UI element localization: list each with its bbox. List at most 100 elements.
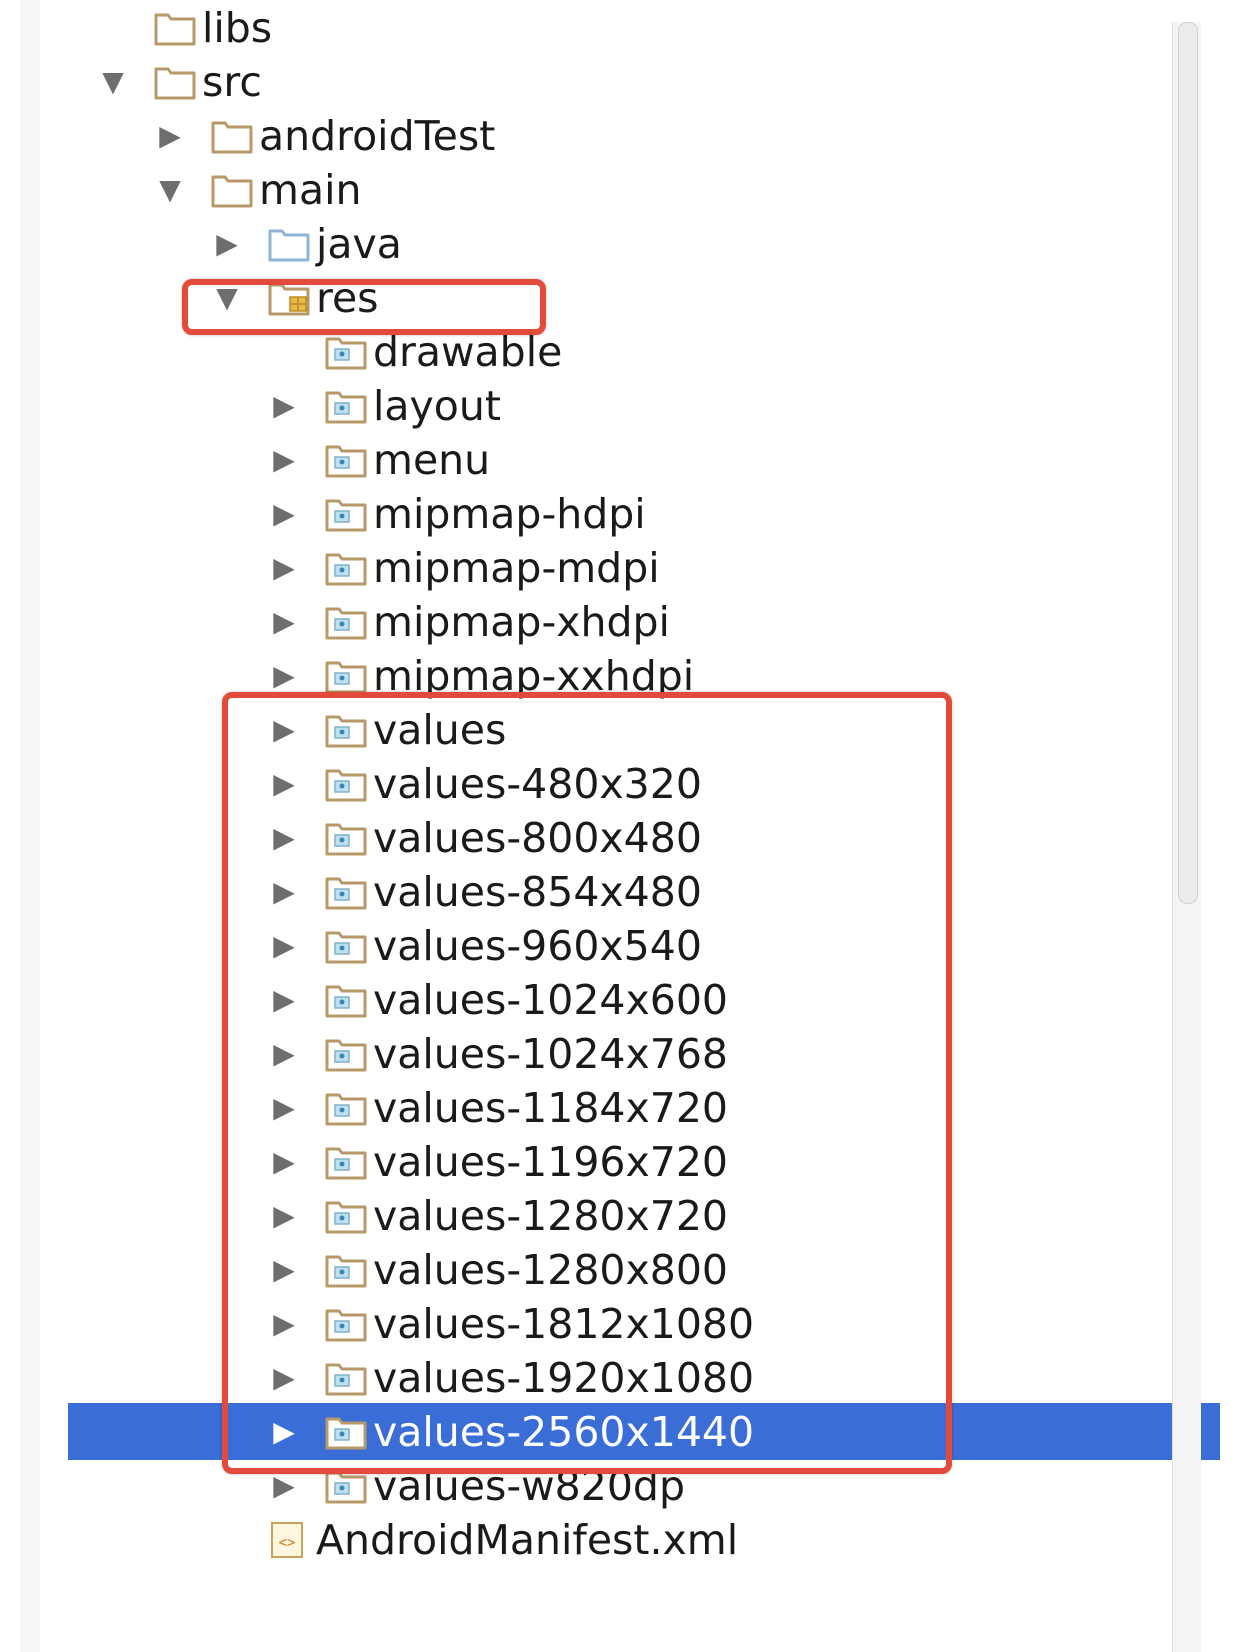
tree-item-label: values-1920x1080 [373, 1354, 755, 1402]
collapsed-arrow-icon[interactable]: ▶ [273, 1091, 295, 1124]
vertical-scrollbar[interactable] [1172, 22, 1201, 1652]
tree-item-label: layout [373, 382, 501, 430]
tree-item-src[interactable]: ▼ src [68, 53, 1220, 110]
tree-item-mipmap-xxhdpi[interactable]: ▶mipmap-xxhdpi [68, 647, 1220, 704]
package-folder-icon [325, 981, 369, 1019]
collapsed-arrow-icon[interactable]: ▶ [273, 1307, 295, 1340]
tree-item-values-960x540[interactable]: ▶values-960x540 [68, 917, 1220, 974]
tree-item-drawable[interactable]: drawable [68, 323, 1220, 380]
tree-item-values-854x480[interactable]: ▶ values-854x480 [68, 863, 1220, 920]
tree-item-values-1920x1080[interactable]: ▶ values-1920x1080 [68, 1349, 1220, 1406]
collapsed-arrow-icon[interactable]: ▶ [273, 1415, 295, 1448]
collapsed-arrow-icon[interactable]: ▶ [273, 875, 295, 908]
tree-item-values-w820dp[interactable]: ▶values-w820dp [68, 1457, 1220, 1514]
svg-text:<>: <> [279, 1535, 296, 1551]
tree-item-main[interactable]: ▼ main [68, 161, 1220, 218]
collapsed-arrow-icon[interactable]: ▶ [216, 227, 238, 260]
tree-item-label: main [259, 166, 362, 214]
tree-item-label: values-1812x1080 [373, 1300, 755, 1348]
tree-item-values-1024x600[interactable]: ▶ values-1024x600 [68, 971, 1220, 1028]
collapsed-arrow-icon[interactable]: ▶ [273, 551, 295, 584]
collapsed-arrow-icon[interactable]: ▶ [273, 659, 295, 692]
expanded-arrow-icon[interactable]: ▼ [159, 173, 181, 206]
package-folder-icon [325, 1197, 369, 1235]
tree-item-values-1024x768[interactable]: ▶values-1024x768 [68, 1025, 1220, 1082]
tree-item-values[interactable]: ▶ values [68, 701, 1220, 758]
tree-item-label: values-854x480 [373, 868, 702, 916]
tree-item-label: values-800x480 [373, 814, 702, 862]
package-folder-icon [325, 603, 369, 641]
tree-item-label: values-480x320 [373, 760, 702, 808]
collapsed-arrow-icon[interactable]: ▶ [273, 929, 295, 962]
collapsed-arrow-icon[interactable]: ▶ [273, 1145, 295, 1178]
tree-item-label: src [202, 58, 262, 106]
package-folder-icon [325, 1143, 369, 1181]
tree-item-label: menu [373, 436, 491, 484]
package-folder-icon [325, 1089, 369, 1127]
package-folder-icon [325, 1413, 369, 1451]
tree-item-label: mipmap-mdpi [373, 544, 660, 592]
package-folder-icon [325, 927, 369, 965]
tree-item-mipmap-hdpi[interactable]: ▶mipmap-hdpi [68, 485, 1220, 542]
collapsed-arrow-icon[interactable]: ▶ [273, 713, 295, 746]
collapsed-arrow-icon[interactable]: ▶ [273, 497, 295, 530]
collapsed-arrow-icon[interactable]: ▶ [273, 389, 295, 422]
expanded-arrow-icon[interactable]: ▼ [216, 281, 238, 314]
tree-item-mipmap-xhdpi[interactable]: ▶ mipmap-xhdpi [68, 593, 1220, 650]
tree-item-values-1280x720[interactable]: ▶ values-1280x720 [68, 1187, 1220, 1244]
package-folder-icon [325, 1467, 369, 1505]
collapsed-arrow-icon[interactable]: ▶ [273, 983, 295, 1016]
package-folder-icon [325, 657, 369, 695]
package-folder-icon [325, 1305, 369, 1343]
tree-item-label: mipmap-xhdpi [373, 598, 670, 646]
tree-item-label: values [373, 706, 507, 754]
scrollbar-thumb[interactable] [1178, 22, 1198, 904]
collapsed-arrow-icon[interactable]: ▶ [159, 119, 181, 152]
collapsed-arrow-icon[interactable]: ▶ [273, 443, 295, 476]
expanded-arrow-icon[interactable]: ▼ [102, 65, 124, 98]
package-folder-icon [325, 711, 369, 749]
left-gutter [20, 0, 40, 1652]
collapsed-arrow-icon[interactable]: ▶ [273, 605, 295, 638]
collapsed-arrow-icon[interactable]: ▶ [273, 1361, 295, 1394]
tree-item-values-1184x720[interactable]: ▶values-1184x720 [68, 1079, 1220, 1136]
source-folder-icon [268, 225, 312, 263]
tree-item-label: values-1024x600 [373, 976, 729, 1024]
folder-icon [154, 9, 198, 47]
tree-item-values-1812x1080[interactable]: ▶ values-1812x1080 [68, 1295, 1220, 1352]
package-folder-icon [325, 1035, 369, 1073]
tree-item-mipmap-mdpi[interactable]: ▶ mipmap-mdpi [68, 539, 1220, 596]
package-folder-icon [325, 1251, 369, 1289]
collapsed-arrow-icon[interactable]: ▶ [273, 821, 295, 854]
tree-item-res[interactable]: ▼res [68, 269, 1220, 326]
package-folder-icon [325, 549, 369, 587]
collapsed-arrow-icon[interactable]: ▶ [273, 1469, 295, 1502]
tree-item-libs[interactable]: libs [68, 0, 1220, 56]
tree-item-values-2560x1440[interactable]: ▶values-2560x1440 [68, 1403, 1220, 1460]
collapsed-arrow-icon[interactable]: ▶ [273, 1037, 295, 1070]
tree-item-label: values-1280x720 [373, 1192, 729, 1240]
collapsed-arrow-icon[interactable]: ▶ [273, 1253, 295, 1286]
package-folder-icon [325, 441, 369, 479]
tree-item-menu[interactable]: ▶ menu [68, 431, 1220, 488]
package-folder-icon [325, 333, 369, 371]
package-folder-icon [325, 1359, 369, 1397]
tree-item-values-1280x800[interactable]: ▶values-1280x800 [68, 1241, 1220, 1298]
tree-item-androidmanifest-xml[interactable]: <>AndroidManifest.xml [68, 1511, 1220, 1568]
package-folder-icon [325, 819, 369, 857]
tree-item-androidtest[interactable]: ▶ androidTest [68, 107, 1220, 164]
tree-item-values-480x320[interactable]: ▶ values-480x320 [68, 755, 1220, 812]
tree-item-java[interactable]: ▶java [68, 215, 1220, 272]
collapsed-arrow-icon[interactable]: ▶ [273, 1199, 295, 1232]
folder-icon [211, 171, 255, 209]
tree-item-values-1196x720[interactable]: ▶values-1196x720 [68, 1133, 1220, 1190]
package-folder-icon [325, 765, 369, 803]
tree-item-label: androidTest [259, 112, 496, 160]
collapsed-arrow-icon[interactable]: ▶ [273, 767, 295, 800]
tree-item-values-800x480[interactable]: ▶ values-800x480 [68, 809, 1220, 866]
resource-folder-icon [268, 279, 312, 317]
tree-item-label: libs [202, 4, 273, 52]
tree-item-layout[interactable]: ▶ layout [68, 377, 1220, 434]
folder-icon [154, 63, 198, 101]
